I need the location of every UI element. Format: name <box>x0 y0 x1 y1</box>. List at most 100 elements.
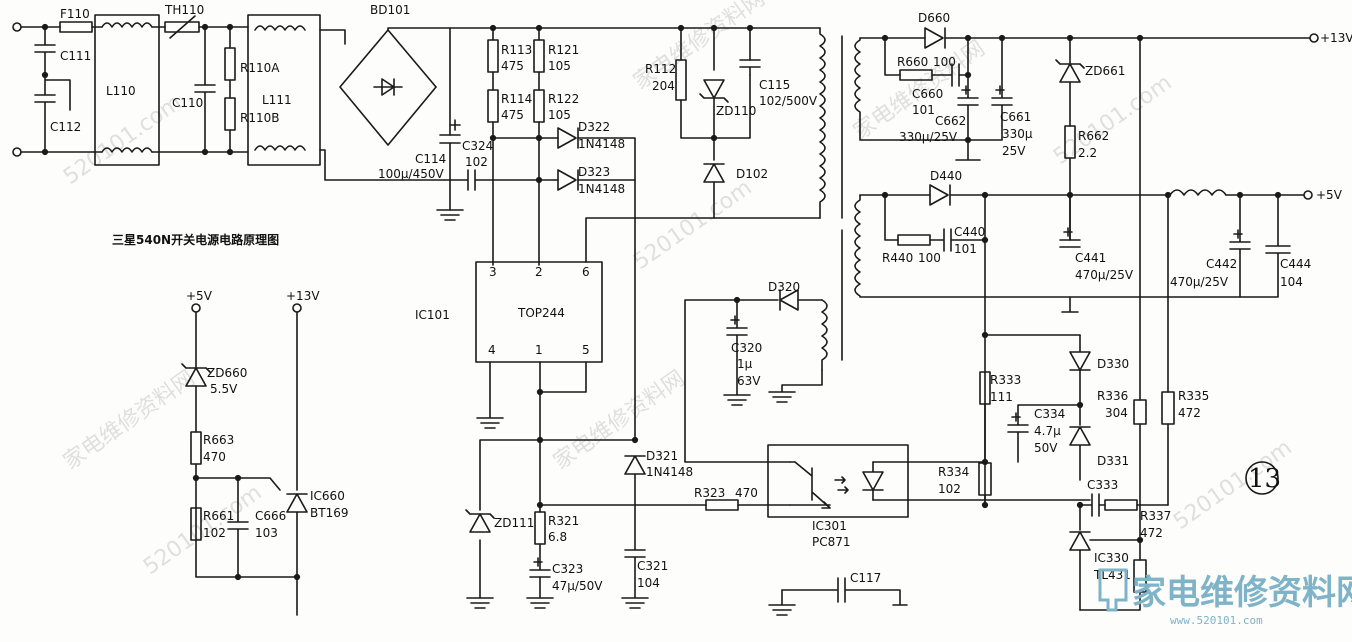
figure-number-badge <box>1245 461 1279 495</box>
label-R337-value: 472 <box>1140 526 1163 540</box>
label-R660-value: 100 <box>933 55 956 69</box>
rail-left-plus13v: +13V <box>286 289 320 303</box>
terminal-plus5v <box>1303 190 1313 200</box>
label-C114: C114 <box>415 152 446 166</box>
pin-2: 2 <box>535 265 543 279</box>
label-R334: R334 <box>938 465 969 479</box>
label-C115: C115 <box>759 78 790 92</box>
label-D330: D330 <box>1097 357 1129 371</box>
resistor-R662 <box>1064 125 1076 159</box>
bias-feedback: ZD111 D321 1N4148 C321 104 R321 6.8 C323… <box>465 436 791 609</box>
regulation-network: R333 111 D330 C334 4.7µ 50V D331 R334 10… <box>938 37 1209 611</box>
pin-6: 6 <box>582 265 590 279</box>
label-R122: R122 <box>548 92 579 106</box>
label-C661: C661 <box>1000 110 1031 124</box>
bridge-BD101 <box>339 29 437 146</box>
label-D322-value: 1N4148 <box>578 137 625 151</box>
label-C115-value: 102/500V <box>759 94 818 108</box>
label-D323: D323 <box>578 165 610 179</box>
label-C324: C324 <box>462 139 493 153</box>
terminal-left-plus5v <box>191 303 201 313</box>
resistor-R660 <box>899 69 933 81</box>
label-TOP244: TOP244 <box>517 306 565 320</box>
resistor-R321 <box>534 511 546 545</box>
secondary-5v: D440 R440 100 C440 101 C441 470µ/25V C44… <box>854 169 1343 506</box>
label-R122-value: 105 <box>548 108 571 122</box>
rail-plus13v: +13V <box>1320 31 1352 45</box>
watermark-text: 520101.com <box>59 90 186 190</box>
label-R323: R323 <box>694 486 725 500</box>
watermark-layer: 520101.com 家电维修资料网 520101.com 家电维修资料网 52… <box>59 0 1296 580</box>
label-IC660: IC660 <box>310 489 345 503</box>
label-L110: L110 <box>106 84 136 98</box>
y-capacitor: C117 <box>768 571 908 616</box>
label-D322: D322 <box>578 120 610 134</box>
label-R114: R114 <box>501 92 532 106</box>
label-PC871: PC871 <box>812 535 851 549</box>
label-R114-value: 475 <box>501 108 524 122</box>
terminal-plus13v <box>1309 33 1319 43</box>
pin-4: 4 <box>488 343 496 357</box>
label-R110B: R110B <box>240 111 279 125</box>
wrench-logo-icon <box>1098 568 1128 612</box>
label-C442-value: 470µ/25V <box>1170 275 1229 289</box>
label-R663: R663 <box>203 433 234 447</box>
label-D321: D321 <box>646 449 678 463</box>
label-C321-value: 104 <box>637 576 660 590</box>
label-R335: R335 <box>1178 389 1209 403</box>
label-L111: L111 <box>262 93 292 107</box>
zener-ZD660 <box>181 363 211 387</box>
label-R321-value: 6.8 <box>548 530 567 544</box>
resistor-R440 <box>897 234 931 246</box>
label-C444: C444 <box>1280 257 1311 271</box>
crowbar-protection: +5V +13V ZD660 5.5V R663 470 R661 102 C6… <box>181 289 348 616</box>
diode-D440 <box>929 184 951 206</box>
label-R662: R662 <box>1078 129 1109 143</box>
label-R112: R112 <box>645 62 676 76</box>
resistor-R112 <box>675 59 687 101</box>
label-C334: C334 <box>1034 407 1065 421</box>
resistor-R121 <box>533 39 545 73</box>
watermark-text: 520101.com <box>629 175 756 275</box>
diode-D330 <box>1069 334 1091 426</box>
watermark-text: 家电维修资料网 <box>629 0 770 95</box>
aux-supply: D320 C320 1µ 63V <box>684 280 823 463</box>
pin-5: 5 <box>582 343 590 357</box>
label-C661-value-2: 25V <box>1002 144 1026 158</box>
logo-text: 家电维修资料网 <box>1132 573 1352 613</box>
diode-D321 <box>624 455 646 475</box>
label-D320: D320 <box>768 280 800 294</box>
watermark-text: 520101.com <box>1049 70 1176 170</box>
pin-3: 3 <box>489 265 497 279</box>
diode-D102 <box>703 163 725 183</box>
label-R337: R337 <box>1140 509 1171 523</box>
diode-D320 <box>779 289 799 311</box>
resistor-R110B <box>224 97 236 131</box>
resistor-R122 <box>533 89 545 123</box>
label-BT169: BT169 <box>310 506 348 520</box>
transformer-primary <box>819 27 843 371</box>
label-ZD111: ZD111 <box>494 516 534 530</box>
optocoupler: IC301 PC871 <box>767 444 1091 549</box>
label-C440-value: 101 <box>954 242 977 256</box>
label-R336-value: 304 <box>1105 406 1128 420</box>
controller-ic: TOP244 IC101 3 2 6 4 1 5 <box>415 217 715 506</box>
watermark-text: 家电维修资料网 <box>59 366 200 475</box>
label-R336: R336 <box>1097 389 1128 403</box>
rail-plus5v: +5V <box>1316 188 1343 202</box>
label-C440: C440 <box>954 225 985 239</box>
ac-terminal-top <box>12 22 22 32</box>
label-R661-value: 102 <box>203 526 226 540</box>
label-ZD661: ZD661 <box>1085 64 1125 78</box>
label-ZD110: ZD110 <box>716 104 756 118</box>
shunt-TL431 <box>1069 504 1141 611</box>
ic-TOP244 <box>475 261 603 363</box>
label-C110: C110 <box>172 96 203 110</box>
label-BD101: BD101 <box>370 3 410 17</box>
label-R440: R440 <box>882 251 913 265</box>
choke-L110 <box>94 14 160 166</box>
diode-D322 <box>557 127 579 149</box>
label-R112-value: 204 <box>652 79 675 93</box>
label-IC330: IC330 <box>1094 551 1129 565</box>
